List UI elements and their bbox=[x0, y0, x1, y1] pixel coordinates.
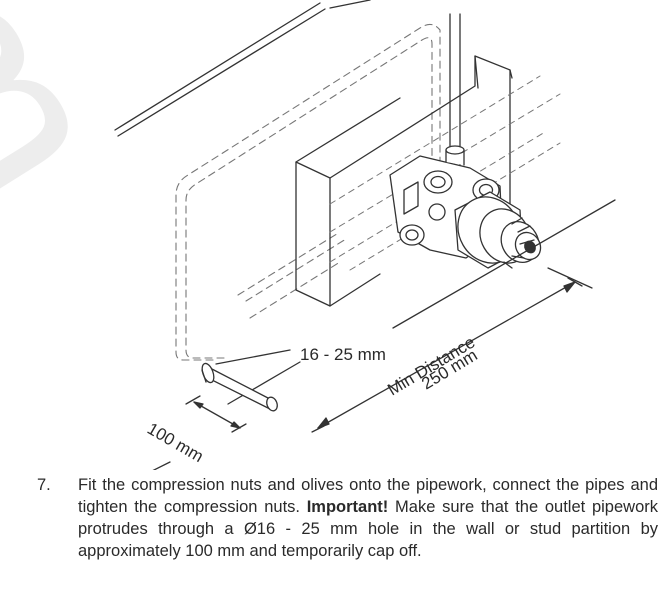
cartridge bbox=[454, 191, 542, 269]
min-distance-extension-lines bbox=[227, 199, 616, 405]
installation-diagram: 16 - 25 mm Min Distance 250 mm 100 mm bbox=[114, 0, 616, 470]
mounting-plate bbox=[295, 55, 513, 307]
hole-size-label: 16 - 25 mm bbox=[300, 345, 386, 364]
step-text-intro: Fit the compression nuts and olives onto… bbox=[78, 476, 658, 516]
hole-size-leader bbox=[215, 349, 291, 365]
outlet-pipe bbox=[201, 362, 278, 412]
min-distance-dimension bbox=[311, 277, 583, 433]
pipe-route-dashed bbox=[175, 23, 441, 361]
protrusion-dimension bbox=[152, 395, 247, 470]
step-number: 7. bbox=[37, 476, 51, 494]
ceiling-edge bbox=[114, 0, 371, 137]
protrusion-label: 100 mm bbox=[144, 419, 207, 466]
step-text: Fit the compression nuts and olives onto… bbox=[78, 474, 658, 562]
important-note: Important! bbox=[306, 498, 389, 516]
step-text-detail: Make sure that the outlet pipework protr… bbox=[78, 498, 658, 560]
supply-pipe bbox=[449, 13, 461, 166]
